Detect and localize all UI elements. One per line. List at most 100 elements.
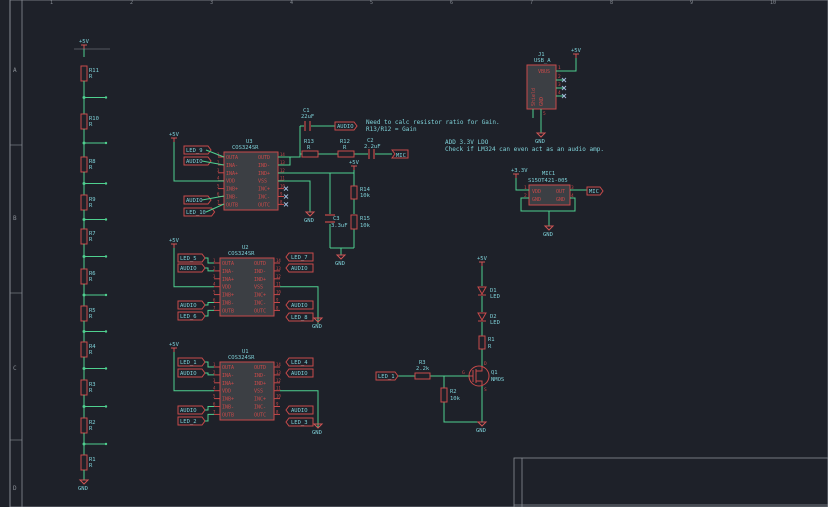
led1-net-label: LED_1	[378, 374, 395, 380]
ground-label: GND	[476, 428, 486, 434]
opamp-pin-right: VSS	[258, 179, 267, 185]
opamp-pin-left: VDD	[222, 389, 231, 395]
power-label: +5V	[169, 238, 180, 244]
ladder-resistor: R8R	[80, 156, 108, 195]
opamp-pin-right: INC+	[258, 187, 270, 193]
opamp-net-label: LED_3	[291, 420, 308, 426]
capacitor-c3	[325, 214, 335, 223]
opamp-pin-num: 2	[213, 266, 216, 271]
col-mark: 10	[770, 0, 776, 6]
q1-drain-pin: D	[484, 361, 487, 367]
ladder-resistor-value: R	[89, 165, 93, 171]
ladder-resistor-value: R	[89, 463, 93, 469]
ground-label: GND	[304, 218, 314, 224]
opamp-pin-num: 3	[213, 378, 216, 383]
resistor-r12	[337, 150, 355, 158]
ladder-resistor: R5R	[80, 305, 108, 342]
col-mark: 8	[610, 0, 613, 6]
opamp-net-label: LED_8	[291, 315, 308, 321]
resistor-r3	[414, 372, 431, 380]
opamp-net-label: AUDIO	[186, 198, 203, 204]
opamp-pin-num: 12	[280, 168, 285, 173]
mic-net-label-shape	[391, 149, 409, 159]
ladder-resistor-ref: R11	[89, 68, 99, 74]
opamp-u1: U1COS324SROUTA1INA-2INA+3VDD4INB+5INB-6O…	[173, 348, 319, 428]
mic1-pin-num: 3	[571, 185, 574, 191]
opamp-pin-left: OUTA	[222, 261, 234, 267]
resistor-r14	[350, 185, 358, 200]
led-d1	[477, 286, 487, 296]
opamp-pin-num: 9	[280, 192, 283, 197]
amp-net-labels: AUDIO MIC	[334, 121, 409, 159]
r12-ref: R12	[340, 139, 350, 145]
resistor-r13	[301, 150, 319, 158]
u3-wiring	[173, 125, 392, 255]
opamp-pin-num: 7	[213, 409, 216, 414]
ladder-resistor-ref: R4	[89, 344, 96, 350]
r1-value: R	[488, 344, 492, 350]
audio-net-label-shape	[334, 121, 358, 131]
opamp-pin-num: 2	[217, 160, 220, 165]
opamp-pin-left: INA+	[222, 277, 234, 283]
ladder-resistor: R7R	[80, 228, 108, 269]
usb-pin-num: 2	[558, 74, 561, 80]
opamp-net-label: AUDIO	[291, 303, 308, 309]
opamp-net-label: LED_6	[180, 314, 197, 320]
mic1-pin-out: OUT	[556, 189, 565, 195]
ladder-resistor-ref: R2	[89, 420, 96, 426]
mic-net-label: MIC	[396, 153, 406, 159]
ground-label: GND	[312, 430, 322, 436]
led-d2	[477, 312, 487, 322]
ground-symbol: GND	[335, 254, 347, 267]
opamp-net-label: LED_4	[291, 360, 308, 366]
ladder-resistor-ref: R6	[89, 271, 96, 277]
d1-value: LED	[490, 294, 500, 300]
opamp-pin-left: VDD	[226, 179, 235, 185]
opamp-net-label: AUDIO	[180, 408, 197, 414]
opamp-net-label: LED_10	[186, 210, 206, 216]
mic1-pin-gnd: GND	[532, 197, 541, 203]
opamp-pin-left: OUTB	[222, 308, 234, 314]
ladder-resistor-value: R	[89, 314, 93, 320]
opamp-pin-num: 4	[213, 386, 216, 391]
frame-column-marks: 1 2 3 4 5 6 7 8 9 10	[50, 0, 776, 6]
opamp-pin-right: OUTD	[254, 261, 266, 267]
ldo-note: ADD 3.3V LDO Check if LM324 can even act…	[445, 139, 604, 153]
led1-net-label-shape	[375, 371, 399, 381]
ground-label: GND	[543, 232, 553, 238]
opamp-pin-num: 14	[276, 362, 281, 367]
d2-value: LED	[490, 320, 500, 326]
row-mark: B	[13, 215, 17, 222]
col-mark: 9	[690, 0, 693, 6]
power-label: +5V	[169, 132, 180, 138]
ldo-note-line2: Check if LM324 can even act as an audio …	[445, 146, 604, 153]
ground-label: GND	[535, 139, 545, 145]
opamp-pin-left: INB-	[222, 405, 234, 411]
sheet-frame	[9, 0, 828, 507]
opamp-net-label: LED_2	[180, 419, 197, 425]
usb-pin-num: 5	[543, 111, 546, 117]
power-label: +5V	[571, 48, 582, 54]
opamp-pin-left: INB-	[222, 301, 234, 307]
opamp-pin-right: INC-	[258, 195, 270, 201]
opamp-pin-num: 10	[276, 394, 281, 399]
ground-label: GND	[78, 486, 88, 492]
ground-symbol: GND	[78, 479, 90, 492]
power-symbol: +5V	[169, 132, 180, 142]
r14-value: 10k	[360, 193, 371, 199]
opamp-pin-right: IND-	[254, 373, 266, 379]
title-block	[513, 457, 828, 507]
col-mark: 7	[530, 0, 533, 6]
power-symbol: +5V	[477, 256, 488, 266]
opamp-pin-num: 3	[213, 274, 216, 279]
opamp-pin-left: INA-	[222, 373, 234, 379]
frame-row-marks: A B C D	[13, 67, 17, 492]
q1-ref: Q1	[491, 370, 498, 376]
opamp-pin-right: OUTC	[254, 308, 266, 314]
opamp-pin-num: 8	[276, 305, 279, 310]
resistor-r1	[478, 335, 486, 350]
u3-passive-labels: C1 22uF C2 2.2uF C3 3.3uF R13 R R12 R R1…	[301, 108, 381, 229]
